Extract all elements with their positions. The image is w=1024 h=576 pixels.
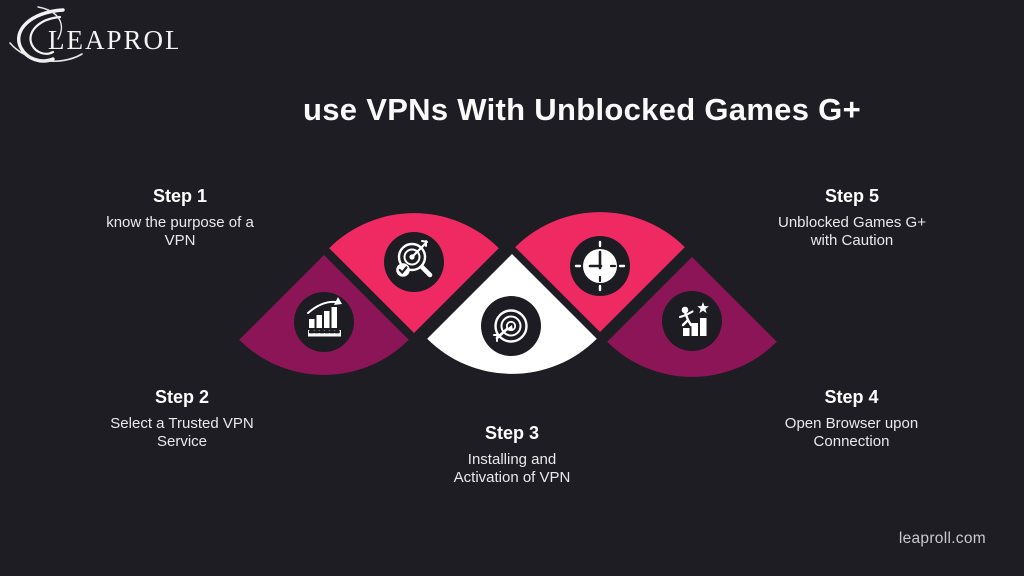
achievement-stairs-icon [662,291,722,351]
step-3-block: Step 3 Installing and Activation of VPN [437,423,587,488]
step-4-label: Step 4 [824,387,879,407]
clock-icon [570,236,630,296]
logo-swirl-icon [9,6,83,63]
dart-target-icon [481,296,541,356]
logo-wordmark: LEAPROLL [48,25,178,55]
step-2-description: Select a Trusted VPN Service [110,415,254,451]
leaproll-logo: LEAPROLL [8,5,178,69]
step-2-label: Step 2 [154,387,210,407]
step-4-description: Open Browser upon Connection [784,415,919,451]
step-3-label: Step 3 [484,423,540,443]
step-5-description: Unblocked Games G+ with Caution [778,214,926,250]
target-search-icon [384,232,444,292]
step-5-block: Step 5 Unblocked Games G+ with Caution [767,186,937,251]
step-1-block: Step 1 know the purpose of a VPN [95,186,265,251]
step-3-description: Installing and Activation of VPN [453,451,571,487]
step-2-block: Step 2 Select a Trusted VPN Service [102,387,262,452]
growth-chart-icon [294,292,354,352]
step-4-block: Step 4 Open Browser upon Connection [769,387,934,452]
step-5-label: Step 5 [824,186,880,206]
website-footer: leaproll.com [898,530,986,547]
step-1-label: Step 1 [152,186,208,206]
step-1-description: know the purpose of a VPN [106,214,254,250]
page-title: use VPNs With Unblocked Games G+ [302,92,861,127]
